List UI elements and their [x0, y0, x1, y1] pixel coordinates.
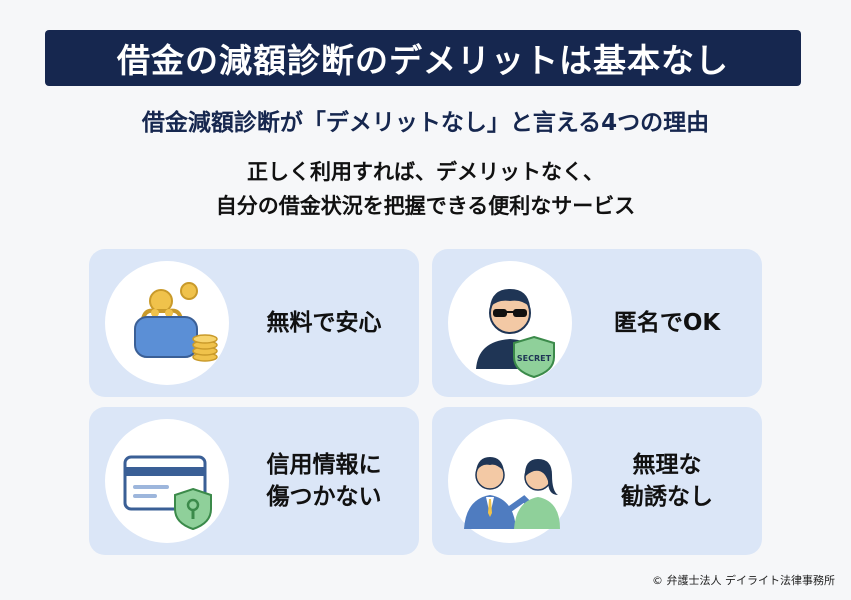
- subtitle: 借金減額診断が「デメリットなし」と言える4つの理由: [141, 110, 710, 136]
- credit-card-lock-icon: [123, 455, 212, 531]
- title-banner: 借金の減額診断のデメリットは基本なし: [45, 30, 801, 86]
- icon-circle: [105, 261, 229, 385]
- reason-card-anonymous: SECRET 匿名でOK: [432, 249, 762, 397]
- reason-card-credit: 信用情報に 傷つかない: [89, 407, 419, 555]
- copyright-text: © 弁護士法人 デイライト法律事務所: [652, 574, 835, 587]
- shield-secret-text: SECRET: [517, 354, 552, 363]
- card-label: 信用情報に 傷つかない: [239, 407, 409, 555]
- icon-circle: [448, 419, 572, 543]
- card-label-line-1: 無料で安心: [266, 310, 382, 336]
- icon-circle: [105, 419, 229, 543]
- anonymous-person-shield-icon: SECRET: [476, 289, 555, 379]
- card-label-line-2: 傷つかない: [266, 484, 382, 510]
- reason-card-no-solicitation: 無理な 勧誘なし: [432, 407, 762, 555]
- coin-purse-icon: [134, 282, 218, 362]
- reason-card-free: 無料で安心: [89, 249, 419, 397]
- consultation-people-icon: [464, 457, 560, 529]
- page-title: 借金の減額診断のデメリットは基本なし: [117, 41, 729, 80]
- card-label: 無料で安心: [239, 249, 409, 397]
- card-label-line-1: 信用情報に: [266, 452, 382, 478]
- lead-line-1: 正しく利用すれば、デメリットなく、: [247, 160, 604, 184]
- card-label-line-1: 無理な: [632, 452, 702, 478]
- card-label-line-1: 匿名でOK: [613, 310, 721, 336]
- card-label: 無理な 勧誘なし: [582, 407, 752, 555]
- card-label: 匿名でOK: [582, 249, 752, 397]
- lead-line-2: 自分の借金状況を把握できる便利なサービス: [215, 194, 636, 218]
- lead-text: 正しく利用すれば、デメリットなく、 自分の借金状況を把握できる便利なサービス: [0, 155, 851, 223]
- card-label-line-2: 勧誘なし: [621, 484, 713, 510]
- icon-circle: SECRET: [448, 261, 572, 385]
